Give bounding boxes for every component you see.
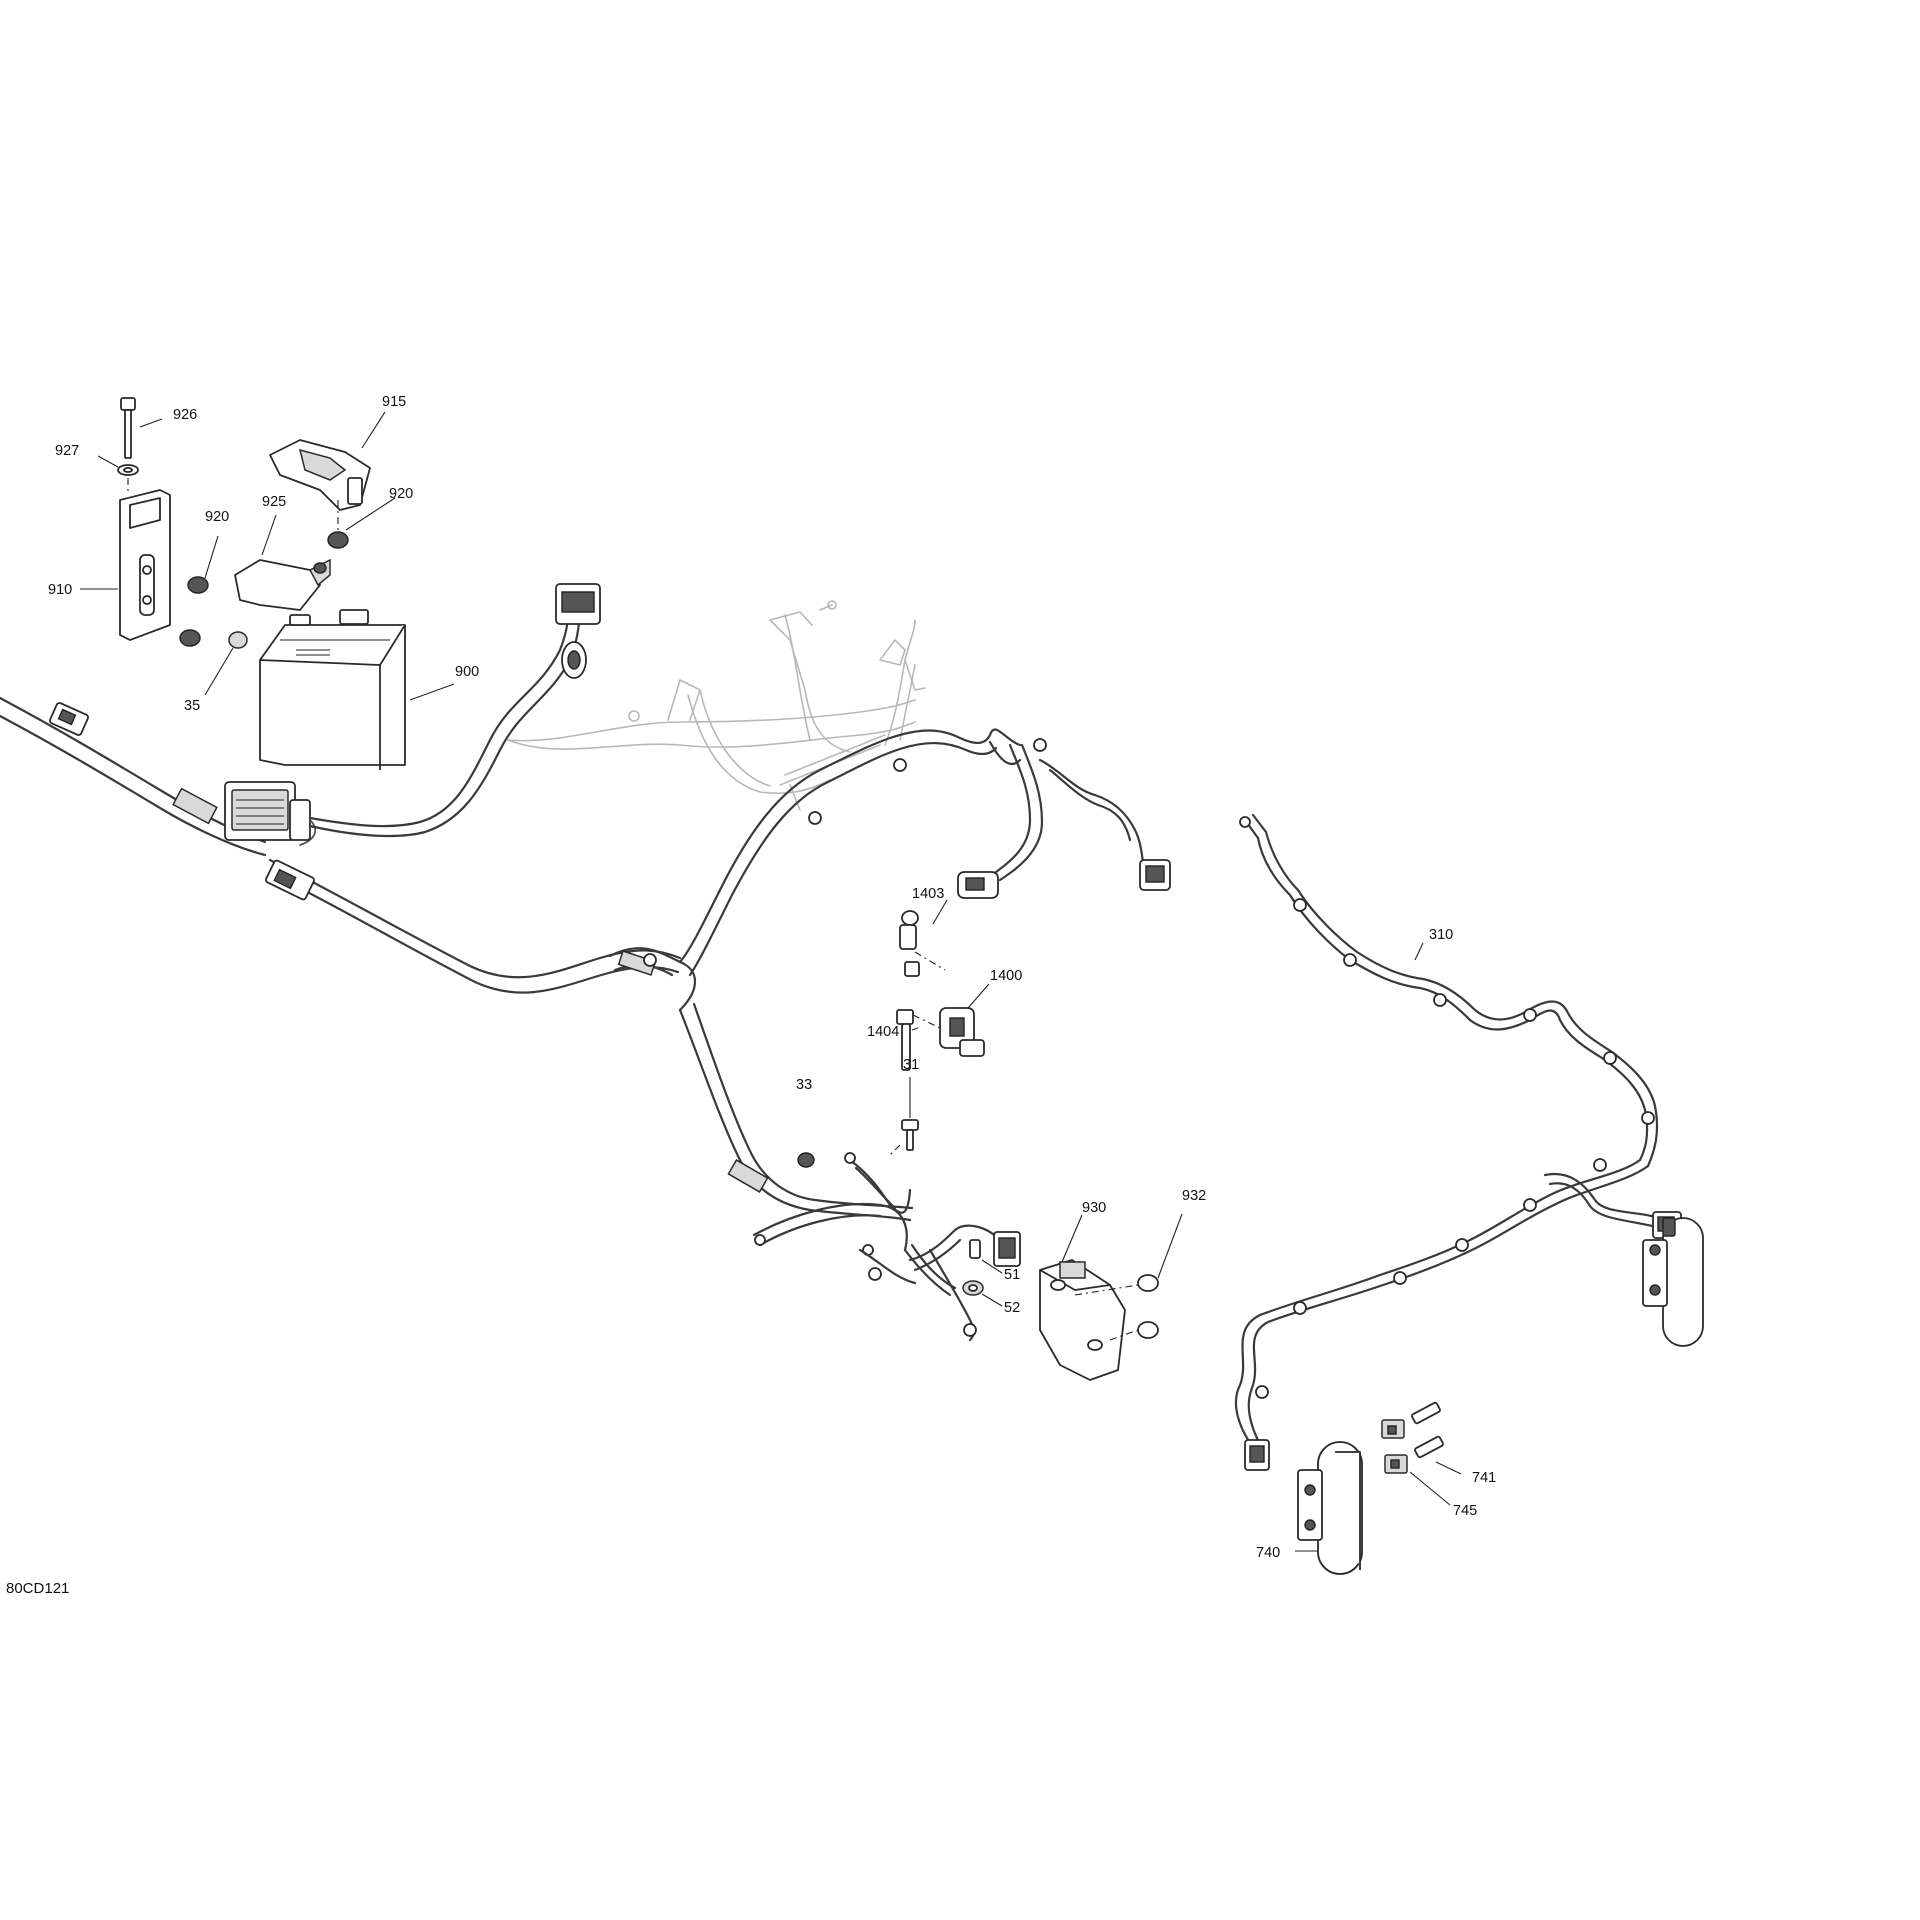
callout-920-left: 920 <box>205 509 229 525</box>
callout-741: 741 <box>1472 1470 1496 1486</box>
ecm-connector-block <box>224 781 316 846</box>
callout-35: 35 <box>184 698 200 714</box>
callout-1400: 1400 <box>990 968 1022 984</box>
main-harness-left <box>0 583 1171 1222</box>
callout-1404: 1404 <box>867 1024 899 1040</box>
part-915-terminal-cover-icon <box>269 439 371 511</box>
callout-926: 926 <box>173 407 197 423</box>
connector-mid-harness-icon <box>265 859 315 901</box>
callout-920-right: 920 <box>389 486 413 502</box>
drawing-code: 80CD121 <box>6 1580 69 1597</box>
part-932-nut-icon <box>1074 1274 1159 1341</box>
part-930-module-icon <box>1039 1259 1126 1381</box>
callout-910: 910 <box>48 582 72 598</box>
frame-harness-ghost <box>507 600 926 811</box>
part-920-upper-nut-icon <box>327 531 349 549</box>
part-740-lamp-right-icon <box>1642 1217 1704 1347</box>
leader-lines <box>80 411 1462 1552</box>
callout-31: 31 <box>903 1057 919 1073</box>
callout-1403: 1403 <box>912 886 944 902</box>
part-910-bracket-icon <box>119 489 171 641</box>
part-745-bracket-icon <box>1381 1419 1408 1474</box>
harness-310 <box>1235 813 1682 1471</box>
part-920-nut-icon <box>179 576 209 647</box>
callout-33: 33 <box>796 1077 812 1093</box>
callout-915: 915 <box>382 394 406 410</box>
part-926-bolt-icon <box>120 397 136 459</box>
callout-labels: 926 927 915 920 925 920 910 35 900 1403 … <box>48 394 1496 1561</box>
part-900-battery-icon <box>259 609 406 770</box>
part-1404-bolt-icon <box>896 1009 941 1071</box>
part-52-washer-icon <box>962 1280 984 1296</box>
connector-310-lower-icon <box>1244 1439 1270 1471</box>
connector-51-icon <box>993 1231 1021 1267</box>
part-31-bolt-icon <box>889 1119 919 1156</box>
connector-upper-battery-icon <box>555 583 601 679</box>
part-1403-spacer-icon <box>904 961 920 977</box>
callout-900: 900 <box>455 664 479 680</box>
connector-left-harness-icon <box>49 702 89 736</box>
part-925-cable-plate-icon <box>234 558 331 611</box>
callout-740: 740 <box>1256 1545 1280 1561</box>
callout-52: 52 <box>1004 1300 1020 1316</box>
callout-925: 925 <box>262 494 286 510</box>
part-741-bolt-icon <box>1411 1401 1444 1459</box>
part-1400-sensor-icon <box>899 910 985 1057</box>
connector-right-harness-icon <box>1139 859 1171 891</box>
callout-927: 927 <box>55 443 79 459</box>
part-740-lamp-lower-icon <box>1297 1441 1363 1575</box>
callout-745: 745 <box>1453 1503 1477 1519</box>
part-927-washer-icon <box>117 464 139 476</box>
callout-310: 310 <box>1429 927 1453 943</box>
part-33-nut-icon <box>797 1152 815 1168</box>
connector-1403-icon <box>957 871 999 899</box>
callout-51: 51 <box>1004 1267 1020 1283</box>
callout-930: 930 <box>1082 1200 1106 1216</box>
part-51-fastener-icon <box>969 1239 981 1259</box>
callout-932: 932 <box>1182 1188 1206 1204</box>
lower-cluster-harness <box>752 1152 1021 1342</box>
part-35-nut-icon <box>228 631 248 649</box>
